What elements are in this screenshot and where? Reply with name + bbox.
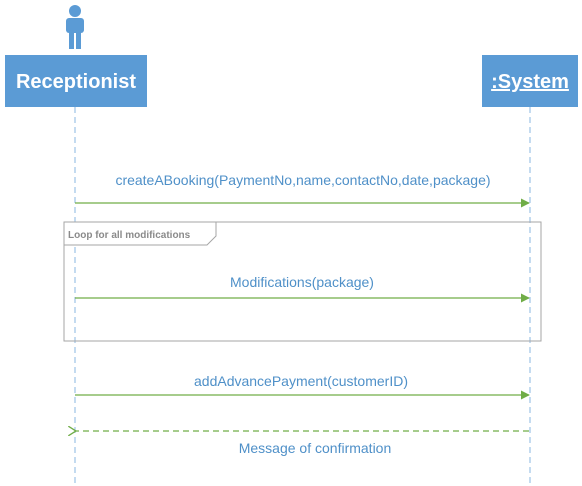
actor-icon <box>66 5 84 49</box>
receptionist-label: Receptionist <box>16 71 136 93</box>
loop-tab <box>63 221 217 246</box>
message-confirmation-return: Message of confirmation <box>76 431 529 456</box>
loop-fragment: Loop for all modifications <box>63 221 542 342</box>
message-modifications: Modifications(package) <box>75 274 530 303</box>
message-label: Modifications(package) <box>230 274 374 290</box>
message-label: addAdvancePayment(customerID) <box>194 373 408 389</box>
loop-label: Loop for all modifications <box>68 230 191 241</box>
message-create-booking: createABooking(PaymentNo,name,contactNo,… <box>75 172 530 208</box>
system-label: :System <box>491 71 569 93</box>
message-label: Message of confirmation <box>239 440 392 456</box>
message-add-advance-payment: addAdvancePayment(customerID) <box>75 373 530 400</box>
system-participant: :System <box>482 55 578 107</box>
receptionist-participant: Receptionist <box>5 55 147 107</box>
message-label: createABooking(PaymentNo,name,contactNo,… <box>115 172 490 188</box>
